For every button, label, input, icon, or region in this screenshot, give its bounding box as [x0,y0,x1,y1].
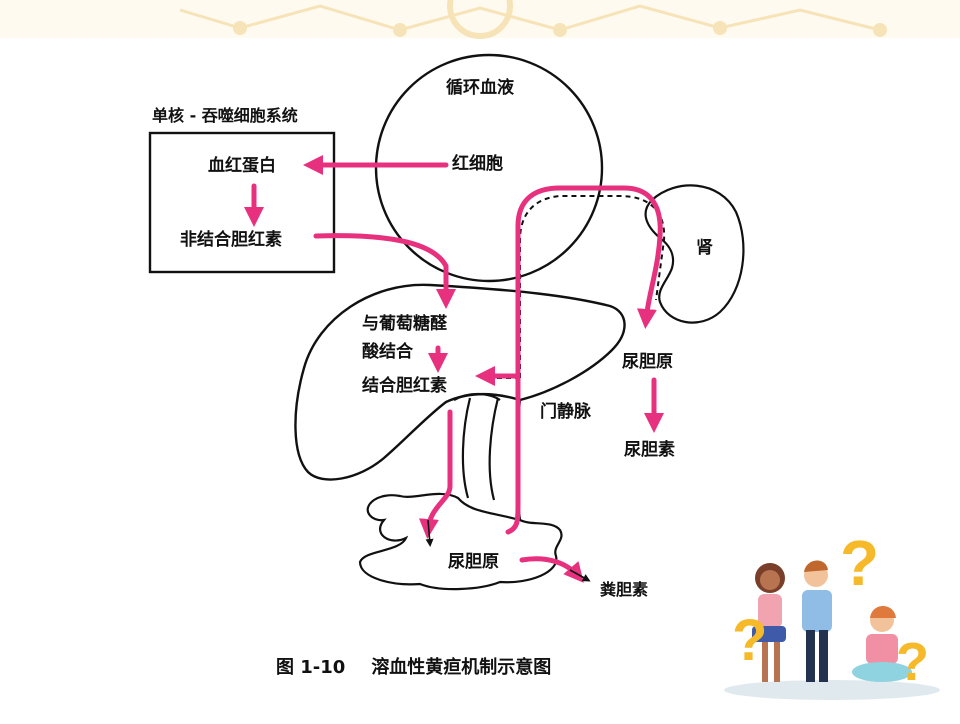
arrow-black-right [569,569,591,582]
label-mps-system: 单核 - 吞噬细胞系统 [152,106,298,125]
label-conjugated-bilirubin: 结合胆红素 [362,376,447,396]
label-unconjugated-bilirubin: 非结合胆红素 [180,230,282,250]
label-stercobilin: 粪胆素 [600,580,649,599]
svg-text:?: ? [840,527,879,599]
arrow-bilirubin-to-liver [313,233,456,309]
label-urobilinogen-kidney: 尿胆原 [622,352,673,372]
svg-text:?: ? [896,632,929,692]
top-decoration [0,0,960,39]
arrow-enterohepatic-loop [505,185,663,535]
caption-title: 溶血性黄疸机制示意图 [371,657,552,678]
liver-outline [294,283,626,481]
portal-tube [453,392,522,521]
pink-arrows [244,155,664,583]
arrow-liver-to-gut [418,409,453,539]
label-circulating-blood: 循环血液 [446,78,514,98]
label-kidney: 肾 [696,238,713,258]
label-red-blood-cell: 红细胞 [452,154,503,174]
cartoon-people-illustration: ? ? ? [724,527,940,700]
label-urobilinogen-gut: 尿胆原 [448,552,499,572]
label-hemoglobin: 血红蛋白 [208,156,276,176]
label-portal-vein: 门静脉 [540,402,591,422]
dashed-vessel [519,195,666,378]
svg-text:?: ? [732,608,767,673]
arrow-black-down [425,519,434,547]
intestine-outline [358,492,563,591]
caption-number: 图 1-10 [276,657,346,678]
label-glucuronic-line2: 酸结合 [362,342,413,362]
mps-box [148,131,336,274]
figure-caption: 图 1-10 溶血性黄疸机制示意图 [276,653,577,679]
label-glucuronic-line1: 与葡萄糖醛 [362,314,447,334]
arrow-gut-to-feces [519,556,584,583]
circulation-circle [374,53,604,283]
label-urobilin: 尿胆素 [624,440,675,460]
